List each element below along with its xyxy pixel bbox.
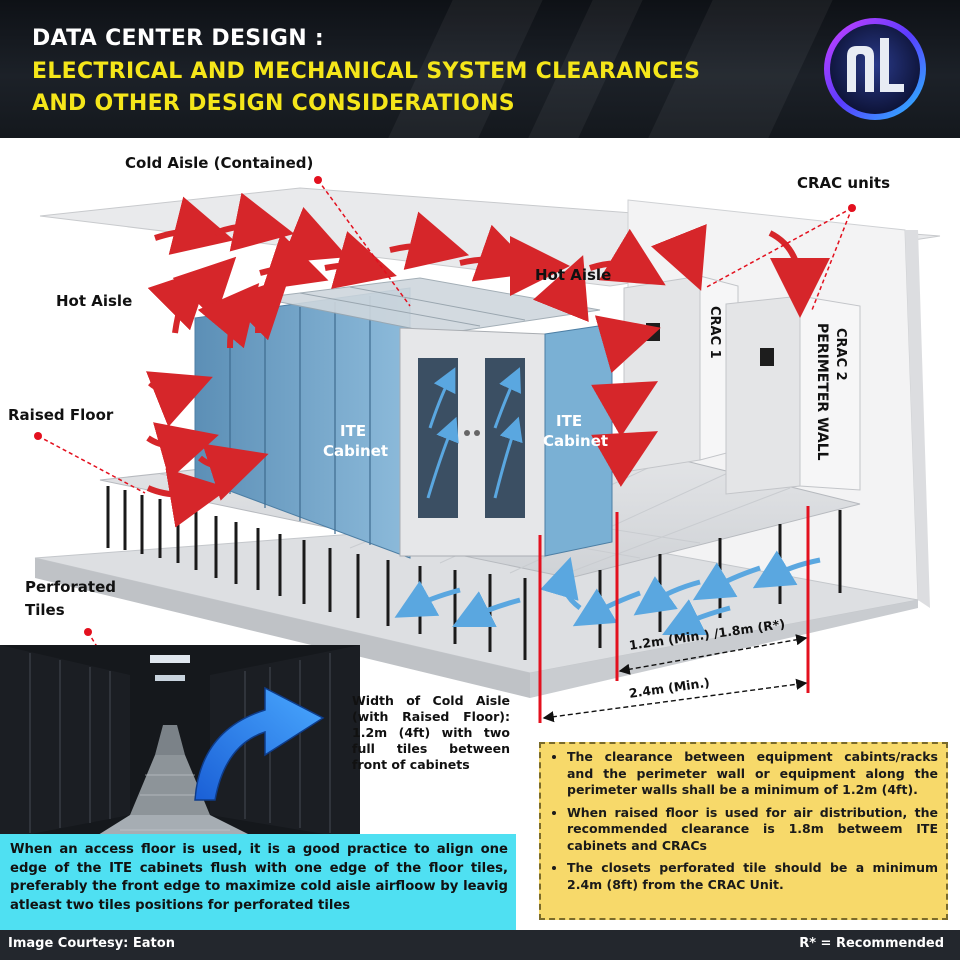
good-practice-text: When an access floor is used, it is a go… [10, 842, 508, 913]
underfloor-airflow-arrows [394, 550, 821, 635]
dimension-markers [538, 506, 810, 723]
label-crac-2: CRAC 2 [833, 328, 848, 381]
label-crac-units: CRAC units [797, 174, 890, 192]
label-crac-1: CRAC 1 [707, 306, 722, 359]
door-window-left [418, 358, 458, 518]
label-ite-right-2: Cabinet [543, 432, 609, 450]
cold-aisle-photo [0, 645, 360, 840]
label-hot-aisle-top: Hot Aisle [535, 266, 612, 284]
label-hot-aisle-left: Hot Aisle [56, 292, 133, 310]
good-practice-box: When an access floor is used, it is a go… [0, 834, 516, 930]
label-perimeter-wall: PERIMETER WALL [814, 323, 830, 461]
clearance-notes-list: The clearance between equipment cabints/… [549, 749, 938, 893]
note-item: When raised floor is used for air distri… [567, 805, 938, 855]
label-perforated-1: Perforated [25, 578, 116, 596]
data-center-diagram: Cold Aisle (Contained) CRAC units Hot Ai… [0, 138, 960, 960]
footer-bar: Image Courtesy: Eaton R* = Recommended [0, 930, 960, 960]
floor-pedestals [106, 486, 842, 660]
label-ite-left-2: Cabinet [323, 442, 389, 460]
note-item: The clearance between equipment cabints/… [567, 749, 938, 799]
label-ite-left-1: ITE [340, 422, 367, 440]
note-item: The closets perforated tile should be a … [567, 860, 938, 893]
image-credit: Image Courtesy: Eaton [8, 936, 175, 951]
nl-logo [824, 18, 926, 120]
crac-2-unit [725, 295, 801, 495]
pointer-arrow [194, 686, 325, 801]
door-window-right [485, 358, 525, 518]
title-line-1: DATA CENTER DESIGN : [32, 26, 325, 51]
diagram-scene [34, 176, 941, 759]
aisle-photo-drawing [0, 645, 360, 840]
ite-cabinet-row-left [194, 287, 411, 559]
hot-air-arrows [146, 192, 830, 528]
crac-1-unit [623, 275, 701, 473]
recommended-legend: R* = Recommended [799, 936, 944, 951]
cold-aisle-width-note: Width of Cold Aisle (with Raised Floor):… [352, 693, 510, 772]
label-ite-right-1: ITE [556, 412, 583, 430]
title-line-3: AND OTHER DESIGN CONSIDERATIONS [32, 91, 515, 116]
clearance-notes-box: The clearance between equipment cabints/… [539, 742, 948, 920]
dimension-arrows [542, 634, 808, 723]
label-cold-aisle: Cold Aisle (Contained) [125, 154, 314, 172]
label-raised-floor: Raised Floor [8, 406, 114, 424]
header-banner: DATA CENTER DESIGN : ELECTRICAL AND MECH… [0, 0, 960, 138]
label-perforated-2: Tiles [25, 601, 65, 619]
title-line-2: ELECTRICAL AND MECHANICAL SYSTEM CLEARAN… [32, 59, 701, 84]
